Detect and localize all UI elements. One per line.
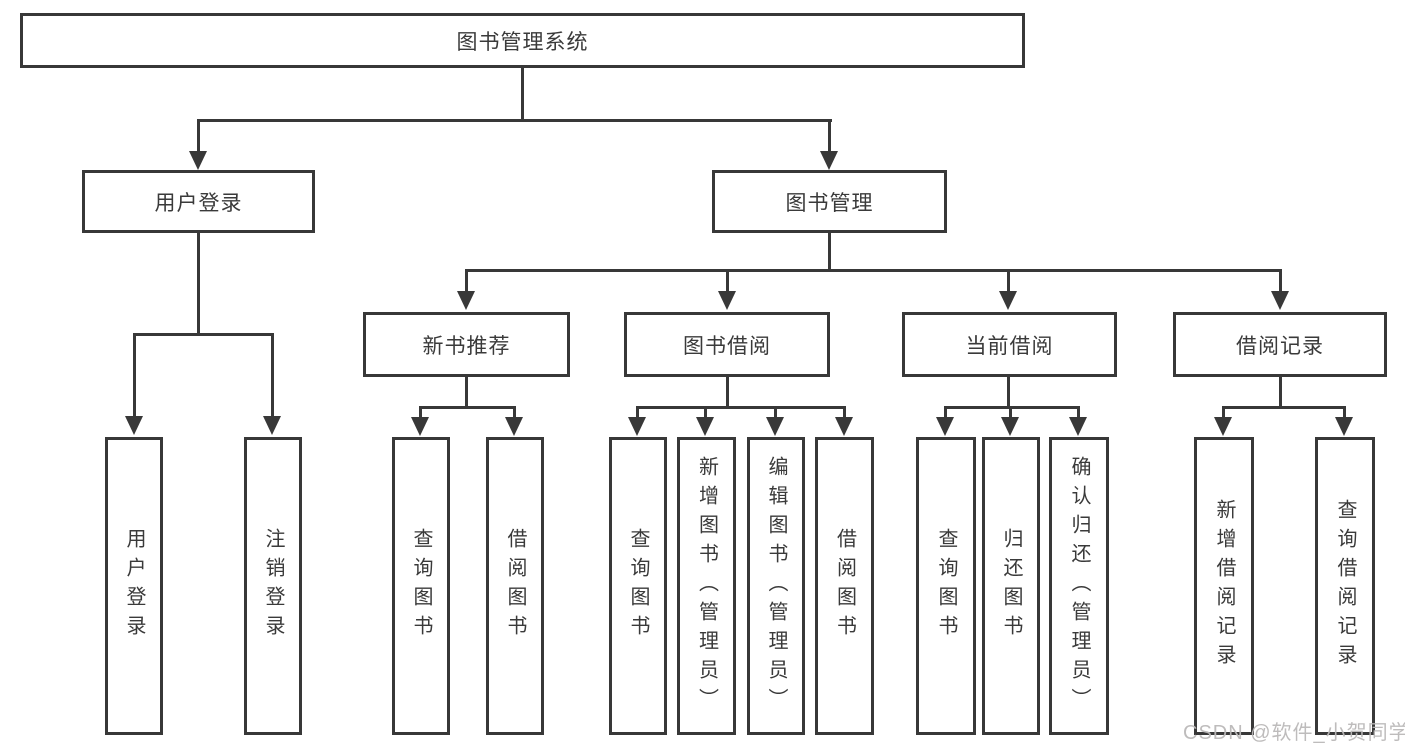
leaf-query-books-recommend: 查询图书	[392, 437, 450, 735]
arrow-down-icon	[457, 291, 475, 310]
leaf-query-books-current-label: 查询图书	[935, 528, 957, 644]
connector-borrow-records-bus	[1222, 406, 1346, 409]
connector-user-login-drop	[197, 231, 200, 336]
node-current-borrow-label: 当前借阅	[965, 334, 1054, 358]
connector-book-borrow-bus	[636, 406, 846, 409]
arrow-down-icon	[999, 291, 1017, 310]
connector-book-management-drop	[828, 231, 831, 272]
leaf-add-borrow-record-label: 新增借阅记录	[1213, 499, 1235, 673]
arrow-down-icon	[835, 417, 853, 436]
arrow-down-icon	[263, 416, 281, 435]
connector-stem	[843, 406, 846, 420]
arrow-down-icon	[1001, 417, 1019, 436]
connector-borrow-records-drop	[1279, 375, 1282, 409]
connector-stem	[1343, 406, 1346, 420]
node-user-login-label: 用户登录	[154, 191, 243, 215]
arrow-down-icon	[936, 417, 954, 436]
leaf-add-books-admin: 新增图书（管理员）	[677, 437, 736, 735]
connector-stem	[636, 406, 639, 420]
arrow-down-icon	[1335, 417, 1353, 436]
connector-stem-leaf-user-login	[133, 333, 136, 418]
node-book-borrow-label: 图书借阅	[683, 334, 771, 358]
leaf-confirm-return-admin-label: 确认归还（管理员）	[1068, 455, 1090, 717]
connector-stem-user-login	[197, 119, 200, 154]
leaf-borrow-books-recommend-label: 借阅图书	[504, 528, 526, 644]
connector-stem	[1222, 406, 1225, 420]
connector-stem	[704, 406, 707, 420]
arrow-down-icon	[696, 417, 714, 436]
arrow-down-icon	[628, 417, 646, 436]
arrow-down-icon	[820, 151, 838, 170]
connector-book-management-bus	[465, 269, 1282, 272]
leaf-borrow-books-recommend: 借阅图书	[486, 437, 544, 735]
leaf-edit-books-admin: 编辑图书（管理员）	[747, 437, 805, 735]
leaf-add-books-admin-label: 新增图书（管理员）	[695, 455, 718, 717]
arrow-down-icon	[1271, 291, 1289, 310]
connector-stem	[1009, 406, 1012, 420]
leaf-logout-label: 注销登录	[262, 528, 284, 644]
leaf-user-login: 用户登录	[105, 437, 163, 735]
connector-stem-book-management	[828, 119, 831, 154]
connector-stem-leaf-logout	[271, 333, 274, 418]
connector-book-borrow-drop	[726, 375, 729, 409]
node-borrow-records: 借阅记录	[1173, 312, 1387, 377]
arrow-down-icon	[189, 151, 207, 170]
connector-stem-book-borrow	[726, 269, 729, 294]
csdn-watermark: CSDN @软件_小贺同学	[1183, 722, 1405, 744]
leaf-add-borrow-record: 新增借阅记录	[1194, 437, 1254, 735]
node-book-borrow: 图书借阅	[624, 312, 830, 377]
arrow-down-icon	[766, 417, 784, 436]
node-book-management: 图书管理	[712, 170, 947, 233]
connector-new-book-bus	[419, 406, 516, 409]
leaf-return-books-label: 归还图书	[1000, 528, 1022, 644]
node-borrow-records-label: 借阅记录	[1236, 334, 1324, 358]
arrow-down-icon	[411, 417, 429, 436]
connector-user-login-bus	[133, 333, 274, 336]
node-user-login: 用户登录	[82, 170, 315, 233]
node-book-management-label: 图书管理	[785, 191, 874, 215]
connector-current-borrow-drop	[1007, 375, 1010, 409]
node-root-label: 图书管理系统	[456, 30, 589, 54]
connector-stem-current-borrow	[1007, 269, 1010, 294]
leaf-borrow-books-borrow-label: 借阅图书	[833, 528, 856, 644]
connector-new-book-drop	[465, 375, 468, 409]
node-new-book-recommend-label: 新书推荐	[422, 334, 511, 358]
arrow-down-icon	[718, 291, 736, 310]
node-root: 图书管理系统	[20, 13, 1025, 68]
connector-stem	[944, 406, 947, 420]
leaf-borrow-books-borrow: 借阅图书	[815, 437, 874, 735]
leaf-user-login-label: 用户登录	[123, 528, 145, 644]
connector-stem-new-book	[465, 269, 468, 294]
arrow-down-icon	[505, 417, 523, 436]
connector-stem	[774, 406, 777, 420]
connector-stem-borrow-records	[1279, 269, 1282, 294]
arrow-down-icon	[125, 416, 143, 435]
connector-current-borrow-bus	[944, 406, 1080, 409]
leaf-confirm-return-admin: 确认归还（管理员）	[1049, 437, 1109, 735]
arrow-down-icon	[1214, 417, 1232, 436]
connector-root-drop	[521, 66, 524, 121]
leaf-return-books: 归还图书	[982, 437, 1040, 735]
connector-stem	[513, 406, 516, 420]
arrow-down-icon	[1069, 417, 1087, 436]
connector-root-bus	[197, 119, 832, 122]
connector-stem	[419, 406, 422, 420]
connector-stem	[1077, 406, 1080, 420]
leaf-query-books-recommend-label: 查询图书	[410, 528, 432, 644]
leaf-logout: 注销登录	[244, 437, 302, 735]
node-new-book-recommend: 新书推荐	[363, 312, 570, 377]
leaf-query-books-borrow-label: 查询图书	[627, 528, 649, 644]
leaf-query-books-current: 查询图书	[916, 437, 976, 735]
leaf-query-borrow-record: 查询借阅记录	[1315, 437, 1375, 735]
leaf-edit-books-admin-label: 编辑图书（管理员）	[765, 455, 787, 717]
node-current-borrow: 当前借阅	[902, 312, 1117, 377]
leaf-query-books-borrow: 查询图书	[609, 437, 667, 735]
leaf-query-borrow-record-label: 查询借阅记录	[1334, 499, 1356, 673]
